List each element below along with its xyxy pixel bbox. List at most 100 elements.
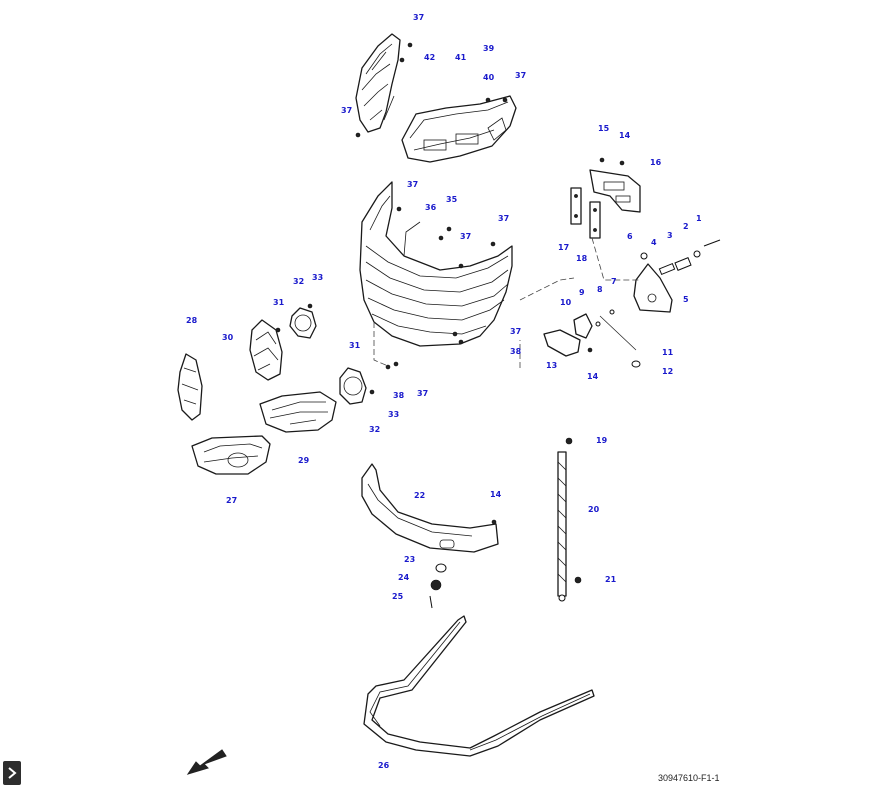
callout-label: 28 — [186, 316, 198, 325]
callout-18[interactable]: 18 — [576, 254, 588, 263]
callout-label: 38 — [393, 391, 405, 400]
callout-14[interactable]: 14 — [587, 372, 599, 381]
bracket-16 — [589, 169, 641, 213]
callout-label: 14 — [490, 490, 502, 499]
callout-label: 37 — [515, 71, 526, 80]
callout-16[interactable]: 16 — [650, 158, 662, 167]
callout-14[interactable]: 14 — [490, 490, 502, 499]
callout-14[interactable]: 14 — [619, 131, 631, 140]
callout-label: 33 — [388, 410, 399, 419]
callout-label: 37 — [341, 106, 352, 115]
callout-6[interactable]: 6 — [627, 232, 633, 241]
callout-2[interactable]: 2 — [683, 222, 689, 231]
callout-label: 3 — [667, 231, 673, 240]
callout-7[interactable]: 7 — [611, 277, 617, 286]
callout-label: 25 — [392, 592, 404, 601]
callout-21[interactable]: 21 — [605, 575, 617, 584]
callout-41[interactable]: 41 — [455, 53, 467, 62]
callout-label: 41 — [455, 53, 467, 62]
callout-37[interactable]: 37 — [515, 71, 526, 80]
bracket-17 — [570, 187, 582, 225]
callout-33[interactable]: 33 — [312, 273, 323, 282]
callout-8[interactable]: 8 — [597, 285, 603, 294]
callout-17[interactable]: 17 — [558, 243, 569, 252]
callout-31[interactable]: 31 — [349, 341, 361, 350]
callout-32[interactable]: 32 — [293, 277, 304, 286]
callout-31[interactable]: 31 — [273, 298, 285, 307]
bumper-22 — [361, 463, 499, 553]
callout-40[interactable]: 40 — [483, 73, 495, 82]
callout-label: 36 — [425, 203, 437, 212]
callout-label: 11 — [662, 348, 674, 357]
callout-label: 30 — [222, 333, 234, 342]
callout-label: 14 — [619, 131, 631, 140]
callout-label: 15 — [598, 124, 610, 133]
hinge-bracket-5 — [633, 263, 673, 313]
callout-label: 37 — [498, 214, 509, 223]
callout-39[interactable]: 39 — [483, 44, 495, 53]
callout-label: 24 — [398, 573, 410, 582]
callout-26[interactable]: 26 — [378, 761, 390, 770]
callout-29[interactable]: 29 — [298, 456, 310, 465]
callout-35[interactable]: 35 — [446, 195, 458, 204]
callout-label: 10 — [560, 298, 572, 307]
gas-strut-20 — [557, 437, 582, 602]
callout-23[interactable]: 23 — [404, 555, 415, 564]
callout-37[interactable]: 37 — [341, 106, 352, 115]
callout-label: 6 — [627, 232, 633, 241]
callout-label: 37 — [407, 180, 418, 189]
callout-label: 19 — [596, 436, 608, 445]
headlamp-27 — [191, 435, 271, 475]
callout-38[interactable]: 38 — [393, 391, 405, 400]
callout-label: 7 — [611, 277, 617, 286]
callout-5[interactable]: 5 — [683, 295, 689, 304]
callout-12[interactable]: 12 — [662, 367, 673, 376]
gasket-32-upper — [289, 307, 317, 339]
callout-13[interactable]: 13 — [546, 361, 557, 370]
callout-37[interactable]: 37 — [510, 327, 521, 336]
callout-38[interactable]: 38 — [510, 347, 522, 356]
callout-label: 39 — [483, 44, 495, 53]
callout-label: 40 — [483, 73, 495, 82]
seal-26 — [363, 615, 595, 757]
callout-10[interactable]: 10 — [560, 298, 572, 307]
callout-label: 17 — [558, 243, 569, 252]
callout-label: 27 — [226, 496, 237, 505]
callout-4[interactable]: 4 — [651, 238, 657, 247]
callout-42[interactable]: 42 — [424, 53, 435, 62]
callout-25[interactable]: 25 — [392, 592, 404, 601]
callout-label: 29 — [298, 456, 310, 465]
hardware-screws — [275, 42, 625, 535]
callout-3[interactable]: 3 — [667, 231, 673, 240]
callout-37[interactable]: 37 — [498, 214, 509, 223]
callout-32[interactable]: 32 — [369, 425, 380, 434]
callout-36[interactable]: 36 — [425, 203, 437, 212]
callout-28[interactable]: 28 — [186, 316, 198, 325]
callout-22[interactable]: 22 — [414, 491, 425, 500]
callout-1[interactable]: 1 — [696, 214, 702, 223]
expand-panel-button[interactable] — [3, 761, 21, 785]
callout-37[interactable]: 37 — [407, 180, 418, 189]
bumper-hardware-23-25 — [429, 563, 447, 609]
bracket-18 — [589, 201, 601, 239]
callout-30[interactable]: 30 — [222, 333, 234, 342]
callout-label: 21 — [605, 575, 617, 584]
callout-20[interactable]: 20 — [588, 505, 600, 514]
callout-label: 8 — [597, 285, 603, 294]
callout-label: 33 — [312, 273, 323, 282]
callout-24[interactable]: 24 — [398, 573, 410, 582]
callout-37[interactable]: 37 — [417, 389, 428, 398]
callout-37[interactable]: 37 — [460, 232, 471, 241]
callout-19[interactable]: 19 — [596, 436, 608, 445]
callout-27[interactable]: 27 — [226, 496, 237, 505]
callout-label: 2 — [683, 222, 689, 231]
callout-11[interactable]: 11 — [662, 348, 674, 357]
callout-9[interactable]: 9 — [579, 288, 585, 297]
callout-15[interactable]: 15 — [598, 124, 610, 133]
bolt-assembly-1-4 — [640, 239, 721, 276]
callout-37[interactable]: 37 — [413, 13, 424, 22]
callout-label: 18 — [576, 254, 588, 263]
gasket-32-lower — [339, 367, 367, 405]
callout-33[interactable]: 33 — [388, 410, 399, 419]
